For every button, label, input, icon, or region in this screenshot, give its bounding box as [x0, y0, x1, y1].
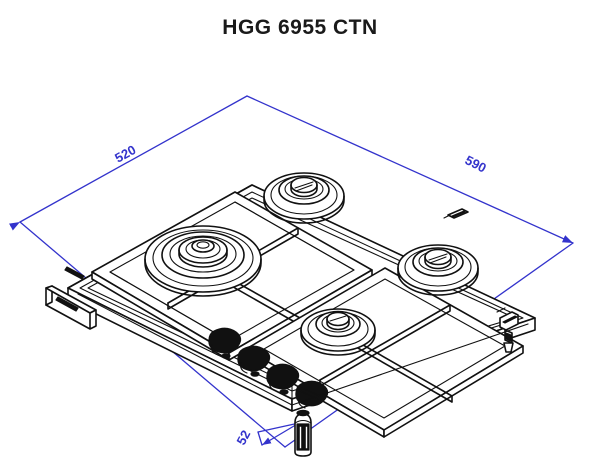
hob-assembly: [45, 172, 536, 457]
control-knob-1: [208, 327, 242, 356]
burner-rear-left-wok: [144, 225, 262, 297]
control-knob-3: [266, 363, 300, 392]
burner-rear-right: [263, 172, 345, 224]
mounting-screw-right: [496, 307, 519, 353]
control-knobs-group: [208, 327, 329, 409]
control-knob-2: [237, 345, 271, 374]
dimension-value-590: 590: [463, 152, 489, 175]
mounting-bracket-left: [45, 266, 97, 330]
page-title: HGG 6955 CTN: [222, 16, 378, 39]
dimension-label-520: 520: [112, 142, 138, 166]
dimension-leader-52: 52: [233, 422, 300, 448]
burner-front-right: [397, 244, 479, 296]
dimension-label-590: 590: [463, 152, 489, 175]
burner-front-center: [300, 308, 376, 356]
gas-inlet-pipe: [294, 409, 312, 457]
rear-right-fitting: [443, 208, 469, 219]
front-panel-edge-lines: [77, 293, 529, 406]
dimension-value-520: 520: [112, 142, 138, 166]
knob-index-marks: [221, 353, 289, 395]
dimension-value-52: 52: [233, 428, 253, 448]
